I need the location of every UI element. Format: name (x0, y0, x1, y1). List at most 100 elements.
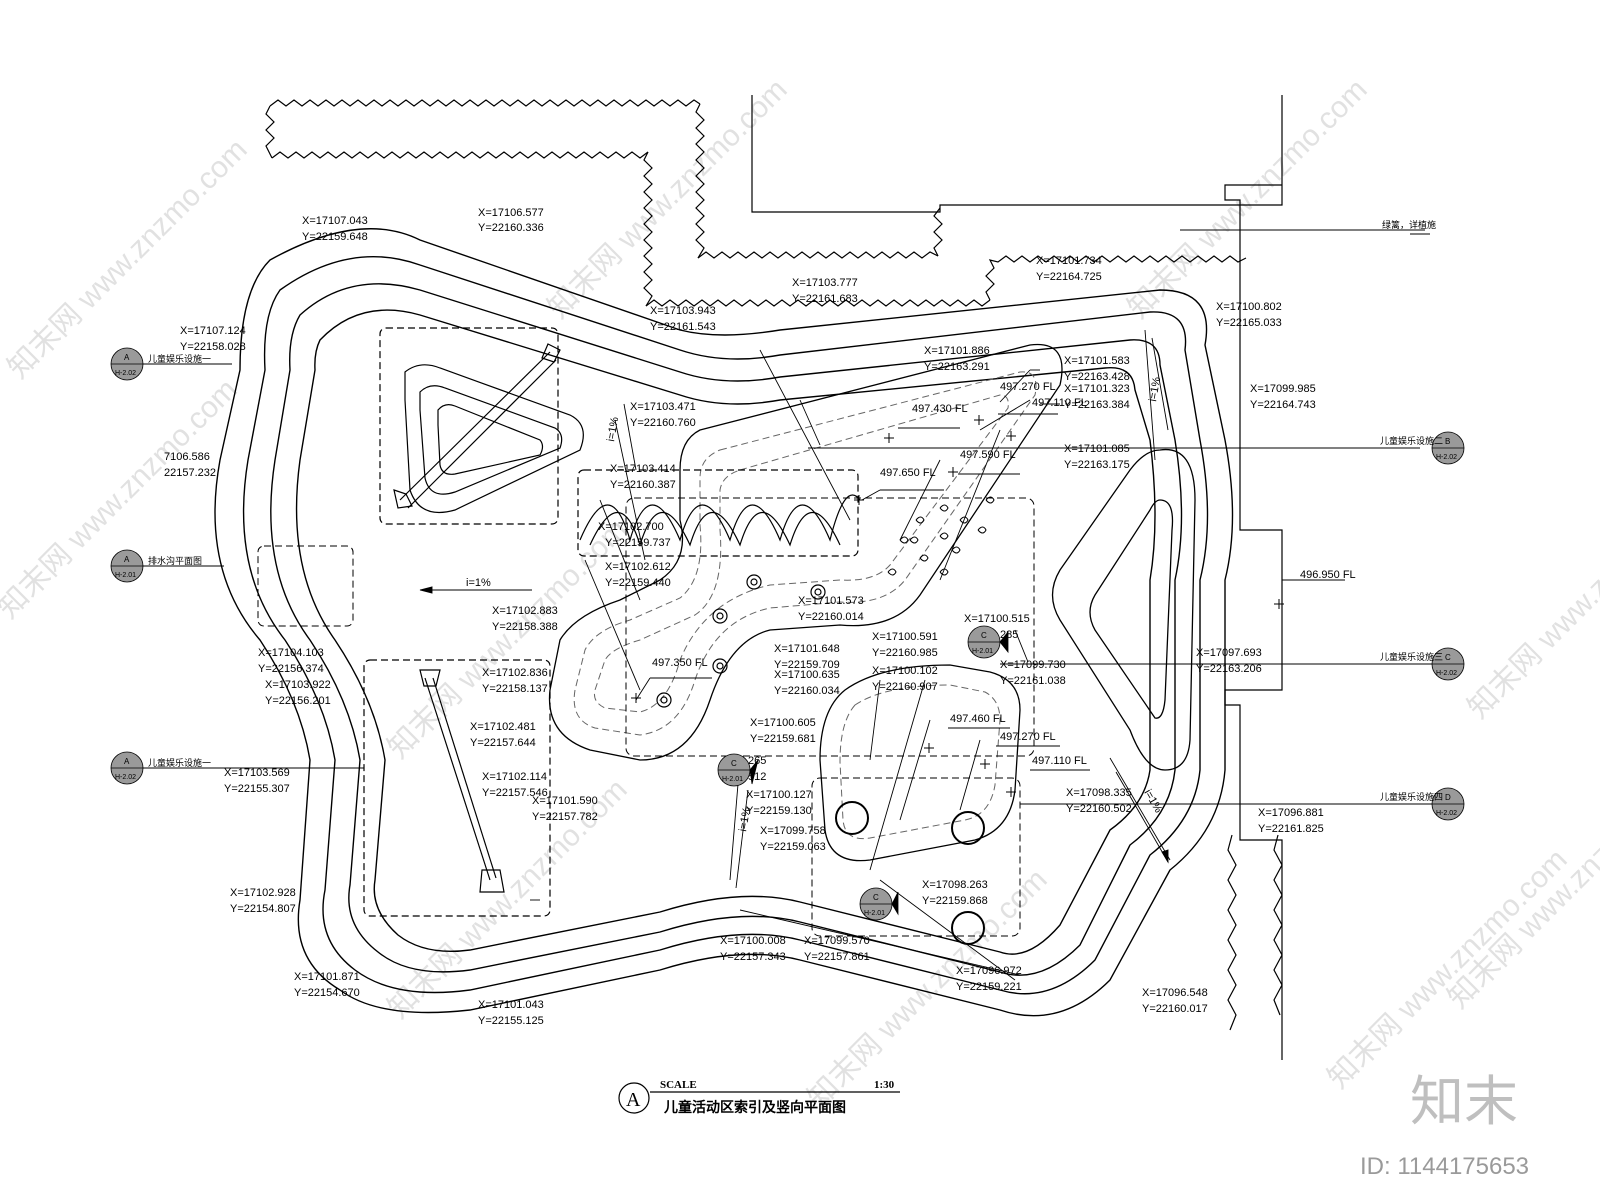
section-mark-c-3: C H-2.01 (859, 887, 899, 921)
coord-label: X=17100.515 (964, 613, 1030, 625)
coord-label: X=17103.943 (650, 305, 716, 317)
tiny-marks (887, 496, 995, 576)
right-island (1051, 448, 1196, 771)
watermark-text: 知末网 www.znzmo.com (1122, 73, 1374, 325)
callout-letter: C (873, 893, 879, 902)
coord-label: Y=22160.387 (610, 479, 676, 491)
coord-label: Y=22159.737 (605, 537, 671, 549)
coord-label: 7106.586 (164, 451, 210, 463)
coord-label: X=17102.883 (492, 605, 558, 617)
coord-label: Y=22160.502 (1066, 803, 1132, 815)
callout-letter: C (731, 759, 737, 768)
watermark-text: 知末网 www.znzmo.com (542, 73, 794, 325)
callout-a-3: A H-2.02 儿童娱乐设施一 (110, 751, 211, 785)
callout-a-1: A H-2.02 儿童娱乐设施一 (110, 347, 211, 381)
callout-ref: H-2.01 (972, 648, 993, 655)
callout-letter: A (124, 757, 130, 766)
coord-label: X=17102.700 (598, 521, 664, 533)
coord-label: X=17103.471 (630, 401, 696, 413)
title-letter: A (626, 1089, 641, 1111)
coord-label: Y=22159.648 (302, 231, 368, 243)
coord-label: Y=22155.125 (478, 1015, 544, 1027)
watermark-layer: 知末网 www.znzmo.com 知末网 www.znzmo.com 知末网 … (0, 73, 1600, 1115)
drawing-title: 儿童活动区索引及竖向平面图 (663, 1099, 846, 1116)
callout-letter: C (1445, 653, 1451, 662)
brand-logo-text: 知末 (1410, 1070, 1518, 1133)
coord-label: X=17100.591 (872, 631, 938, 643)
coord-label: Y=22164.725 (1036, 271, 1102, 283)
coord-label: X=17101.590 (532, 795, 598, 807)
elevation-label: 497.110 FL (1032, 397, 1087, 409)
slope-label: i=1% (1147, 376, 1163, 403)
coord-label: X=17098.335 (1066, 787, 1132, 799)
callout-letter: C (981, 631, 987, 640)
callout-ref: H-2.02 (1436, 670, 1457, 677)
coord-label: X=17103.414 (610, 463, 676, 475)
small-markers (656, 574, 826, 708)
coord-label: Y=22163.428 (1064, 371, 1130, 383)
coord-label: X=17101.871 (294, 971, 360, 983)
coord-label: Y=22159.221 (956, 981, 1022, 993)
coord-label: X=17101.583 (1064, 355, 1130, 367)
coord-label: X=17102.481 (470, 721, 536, 733)
elevation-label: 497.270 FL (1000, 381, 1056, 393)
coord-label: Y=22157.782 (532, 811, 598, 823)
coord-label: X=17102.836 (482, 667, 548, 679)
watermark-text: 知末网 www.znzmo.com (0, 373, 244, 625)
callout-label: 儿童娱乐设施一 (148, 757, 211, 769)
coord-label: X=17104.103 (258, 647, 324, 659)
coord-label: Y=22159.440 (605, 577, 671, 589)
coord-label: Y=22156.374 (258, 663, 324, 675)
coord-label: X=17101.085 (1064, 443, 1130, 455)
coord-label: X=17096.972 (956, 965, 1022, 977)
coord-label: X=17107.043 (302, 215, 368, 227)
coord-label: Y=22160.017 (1142, 1003, 1208, 1015)
coord-label: Y=22155.307 (224, 783, 290, 795)
callout-label: 儿童娱乐设施一 (148, 353, 211, 365)
climbing-structure-1 (379, 327, 584, 525)
callout-label: 儿童娱乐设施四 (1380, 791, 1443, 803)
coord-label: X=17100.102 (872, 665, 938, 677)
coord-label: Y=22163.291 (924, 361, 990, 373)
elevation-label: 497.650 FL (880, 467, 936, 479)
coord-label: Y=22158.028 (180, 341, 246, 353)
coord-label: Y=22163.206 (1196, 663, 1262, 675)
callout-ref: H-2.01 (722, 776, 743, 783)
elevation-label: 497.460 FL (950, 713, 1006, 725)
callout-d: D H-2.02 儿童娱乐设施四 (1380, 787, 1465, 821)
coord-label: Y=22159.063 (760, 841, 826, 853)
section-mark-c-1: C H-2.01 (967, 625, 1009, 659)
coord-label: Y=22154.807 (230, 903, 296, 915)
coord-label: Y=22161.683 (792, 293, 858, 305)
coord-label: Y=22154.670 (294, 987, 360, 999)
coord-label: Y=22156.201 (265, 695, 331, 707)
coord-label: X=17096.548 (1142, 987, 1208, 999)
coord-label: X=17101.043 (478, 999, 544, 1011)
coord-label: X=17102.612 (605, 561, 671, 573)
drain-outline (257, 545, 354, 627)
slope-label: i=1% (605, 416, 621, 443)
coord-label: X=17099.730 (1000, 659, 1066, 671)
coord-label: X=17102.114 (482, 771, 547, 783)
coord-label: X=17107.124 (180, 325, 246, 337)
coord-label: Y=22160.985 (872, 647, 938, 659)
coord-label: Y=22158.388 (492, 621, 558, 633)
coord-label: Y=22160.014 (798, 611, 864, 623)
coord-label: X=17097.693 (1196, 647, 1262, 659)
watermark-text: 知末网 www.znzmo.com (1322, 843, 1574, 1095)
coord-label: Y=22157.343 (720, 951, 786, 963)
stepping-circles (835, 801, 985, 945)
callout-ref: H-2.02 (115, 370, 136, 377)
coord-label: Y=22160.760 (630, 417, 696, 429)
hedge-boundary (265, 99, 1283, 1031)
coord-label: Y=22157.546 (482, 787, 548, 799)
elevation-label: 497.430 FL (912, 403, 968, 415)
coord-label: X=17103.777 (792, 277, 858, 289)
coord-label: X=17100.127 (746, 789, 812, 801)
coord-label: X=17100.802 (1216, 301, 1282, 313)
document-id: ID: 1144175653 (1360, 1153, 1529, 1180)
crosshair-markers (631, 415, 1284, 797)
coord-label: Y=22157.644 (470, 737, 536, 749)
callout-ref: H-2.02 (1436, 454, 1457, 461)
callout-ref: H-2.02 (115, 774, 136, 781)
